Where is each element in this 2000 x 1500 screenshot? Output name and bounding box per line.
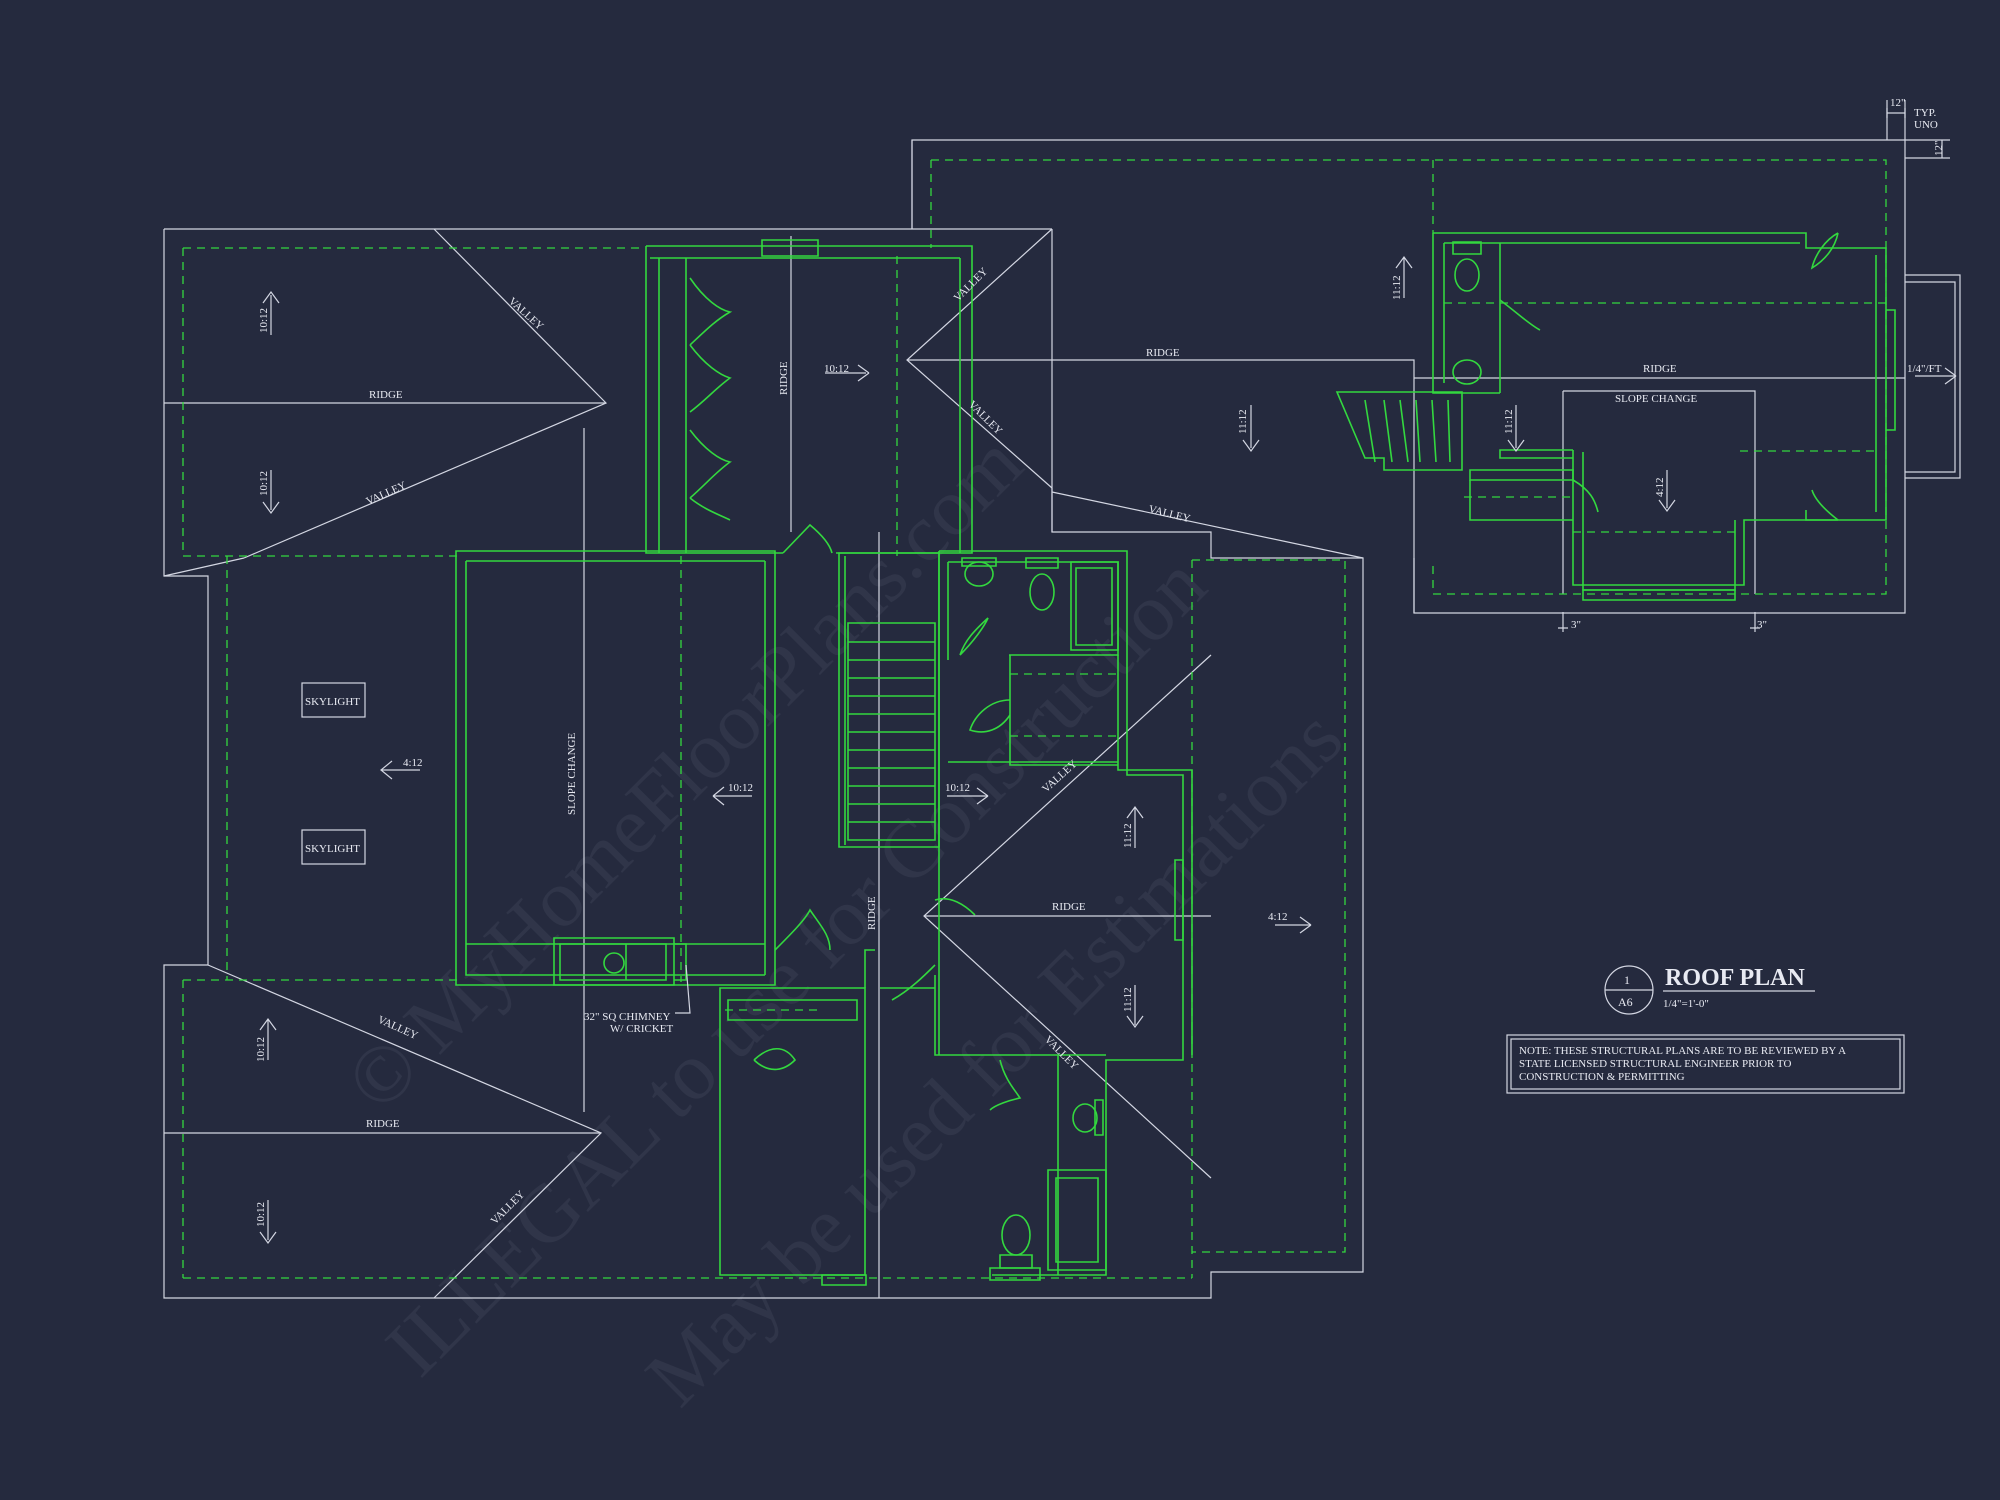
dimension-ticks xyxy=(1558,612,1760,632)
pitch-label: 10:12 xyxy=(258,471,270,496)
ridge-label: RIDGE xyxy=(369,389,403,401)
uno-label: UNO xyxy=(1914,119,1938,131)
title-block: 1 A6 ROOF PLAN 1/4"=1'-0" xyxy=(1604,965,1815,1015)
slope-quarter-per-ft: 1/4"/FT xyxy=(1907,363,1942,375)
roof-outline xyxy=(163,100,1961,1299)
slope-arrows xyxy=(259,255,1957,1245)
drawing-scale: 1/4"=1'-0" xyxy=(1663,998,1709,1010)
ridge-label: RIDGE xyxy=(1643,363,1677,375)
pitch-label: 10:12 xyxy=(255,1202,267,1227)
pitch-label: 10:12 xyxy=(824,363,849,375)
chimney-label: 32" SQ CHIMNEY xyxy=(584,1011,670,1023)
pitch-label: 4:12 xyxy=(1654,477,1666,497)
pitch-label: 11:12 xyxy=(1391,275,1403,300)
dimension-label: 12" xyxy=(1933,141,1945,157)
ridge-label: RIDGE xyxy=(866,896,878,930)
stair-treads xyxy=(848,641,935,823)
dimension-label: 3" xyxy=(1757,619,1767,631)
pitch-label: 10:12 xyxy=(258,308,270,333)
drawing-title: ROOF PLAN xyxy=(1665,965,1805,991)
skylight-label: SKYLIGHT xyxy=(305,696,360,708)
floor-plan-walls xyxy=(455,232,1896,1286)
sheet-number: A6 xyxy=(1618,995,1633,1009)
note-box: NOTE: THESE STRUCTURAL PLANS ARE TO BE R… xyxy=(1506,1034,1905,1094)
valley-label: VALLEY xyxy=(1147,503,1191,525)
pitch-label: 11:12 xyxy=(1503,409,1515,434)
chimney-leader xyxy=(675,964,691,1014)
skylight-label: SKYLIGHT xyxy=(305,843,360,855)
slope-change-label: SLOPE CHANGE xyxy=(566,733,578,815)
watermark: © MyHomeFloorPlans.com ILLEGAL to use fo… xyxy=(328,417,1359,1423)
note-line-3: CONSTRUCTION & PERMITTING xyxy=(1519,1071,1685,1083)
pitch-labels: 10:12 10:12 4:12 10:12 10:12 10:12 10:12… xyxy=(255,275,1666,1227)
pitch-label: 4:12 xyxy=(1268,911,1288,923)
slope-change-label: SLOPE CHANGE xyxy=(1615,393,1697,405)
valley-label: VALLEY xyxy=(506,295,546,332)
pitch-label: 11:12 xyxy=(1122,823,1134,848)
ridge-label: RIDGE xyxy=(366,1118,400,1130)
note-line-1: NOTE: THESE STRUCTURAL PLANS ARE TO BE R… xyxy=(1519,1045,1846,1057)
detail-number: 1 xyxy=(1624,973,1630,987)
dimension-label: 3" xyxy=(1571,619,1581,631)
pitch-label: 11:12 xyxy=(1122,987,1134,1012)
chimney-label: W/ CRICKET xyxy=(610,1023,674,1035)
pitch-label: 4:12 xyxy=(403,757,423,769)
ridge-label: RIDGE xyxy=(1146,347,1180,359)
eave-lines xyxy=(182,159,1887,1279)
ridge-label: RIDGE xyxy=(778,361,790,395)
skylight-2 xyxy=(301,829,366,865)
pitch-label: 10:12 xyxy=(728,782,753,794)
valley-label: VALLEY xyxy=(952,265,991,304)
dimension-label: 12" xyxy=(1890,97,1906,109)
ridge-label: RIDGE xyxy=(1052,901,1086,913)
pitch-label: 10:12 xyxy=(255,1037,267,1062)
pitch-label: 10:12 xyxy=(945,782,970,794)
typ-label: TYP. xyxy=(1914,107,1937,119)
skylight-1 xyxy=(301,682,366,718)
note-line-2: STATE LICENSED STRUCTURAL ENGINEER PRIOR… xyxy=(1519,1058,1791,1070)
valley-label: VALLEY xyxy=(364,479,408,507)
pitch-label: 11:12 xyxy=(1237,409,1249,434)
